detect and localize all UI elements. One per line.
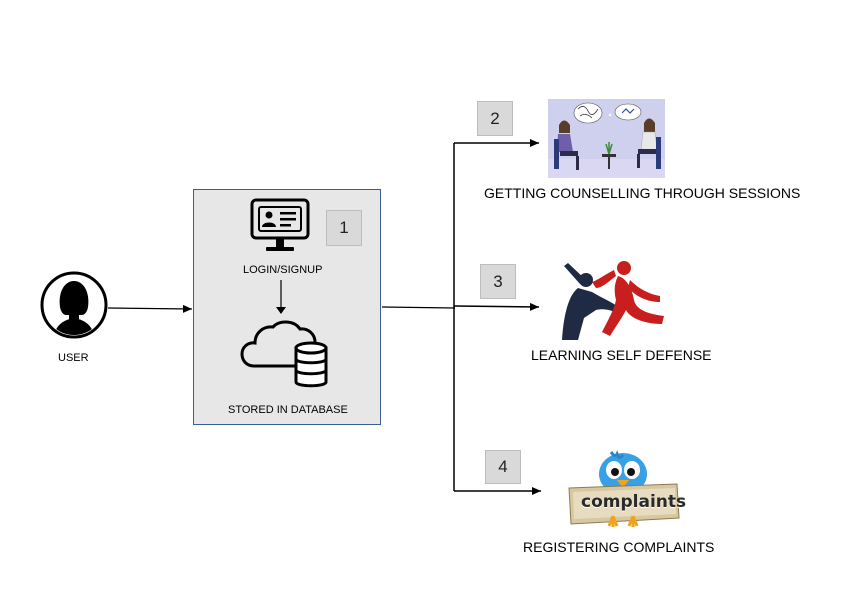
- complaints-label: REGISTERING COMPLAINTS: [523, 539, 715, 555]
- cloud-database-icon: [240, 320, 332, 394]
- stored-in-database-label: STORED IN DATABASE: [228, 404, 348, 416]
- complaints-logo-text: complaints: [581, 492, 687, 512]
- user-to-box-arrow: [107, 304, 193, 313]
- complaints-sign-text: complaints: [581, 492, 686, 512]
- branch-arrow-3: [453, 302, 540, 311]
- login-signup-label: LOGIN/SIGNUP: [243, 264, 323, 276]
- user-avatar-icon: [40, 271, 108, 339]
- step-number-3: 3: [480, 264, 516, 299]
- complaints-bird-image: complaints: [565, 450, 686, 532]
- user-label: USER: [58, 352, 89, 364]
- self-defense-image: [556, 258, 670, 340]
- step-number-2: 2: [477, 101, 513, 136]
- counselling-session-image: [548, 99, 665, 178]
- step-number-4: 4: [485, 450, 521, 484]
- login-to-storage-arrow: [276, 280, 286, 314]
- box-to-trunk-line: [381, 306, 456, 309]
- computer-id-card-icon: [250, 198, 310, 256]
- step-number-1: 1: [326, 210, 362, 246]
- self-defense-label: LEARNING SELF DEFENSE: [531, 347, 712, 363]
- counselling-label: GETTING COUNSELLING THROUGH SESSIONS: [484, 185, 801, 201]
